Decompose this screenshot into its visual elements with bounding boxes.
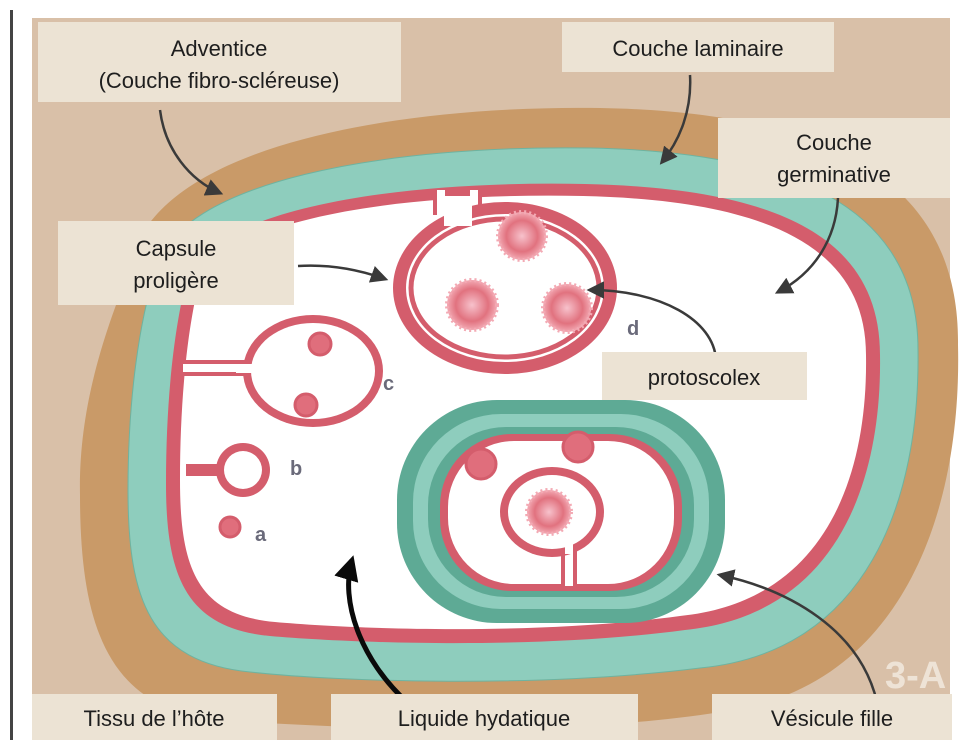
svg-text:protoscolex: protoscolex: [648, 365, 761, 390]
label-germinative-line1: Couche: [796, 130, 872, 155]
label-vesicule-fille: Vésicule fille: [712, 694, 952, 740]
svg-text:Liquide hydatique: Liquide hydatique: [398, 706, 570, 731]
label-germinative-line2: germinative: [777, 162, 891, 187]
svg-text:Tissu de l’hôte: Tissu de l’hôte: [83, 706, 224, 731]
protoscolex-2: [447, 280, 497, 330]
label-couche-germinative: Couche germinative: [718, 118, 950, 198]
stage-letter-b: b: [290, 458, 302, 480]
brood-capsule-a: [220, 517, 240, 537]
label-adventice-line2: (Couche fibro-scléreuse): [99, 68, 340, 93]
stage-letter-d: d: [627, 318, 639, 340]
svg-text:Couche laminaire: Couche laminaire: [612, 36, 783, 61]
stage-letter-c: c: [383, 373, 394, 395]
label-couche-laminaire: Couche laminaire: [562, 22, 834, 72]
svg-text:Vésicule fille: Vésicule fille: [771, 706, 893, 731]
label-capsule-line2: proligère: [133, 268, 219, 293]
left-border: [10, 10, 13, 740]
label-adventice: Adventice (Couche fibro-scléreuse): [38, 22, 401, 102]
label-protoscolex: protoscolex: [602, 352, 807, 400]
figure-id: 3-A: [885, 655, 946, 697]
label-capsule-line1: Capsule: [136, 236, 217, 261]
label-capsule-proligere: Capsule proligère: [58, 221, 294, 305]
label-tissu-hote: Tissu de l’hôte: [32, 694, 277, 740]
daughter-cyst: [397, 400, 725, 623]
protoscolex-3: [543, 284, 591, 332]
label-liquide-hydatique: Liquide hydatique: [331, 694, 638, 740]
protoscolex-1: [498, 212, 546, 260]
stage-letter-a: a: [255, 524, 267, 546]
label-adventice-line1: Adventice: [171, 36, 268, 61]
